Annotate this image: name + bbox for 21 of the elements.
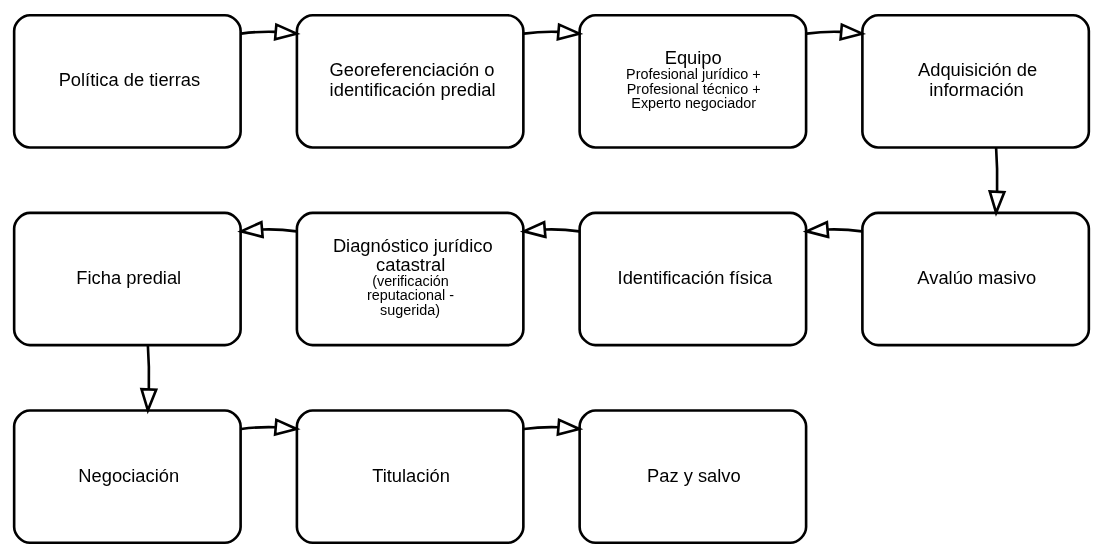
node-box: Adquisición de información [861, 13, 1091, 149]
node-box: Ficha predial [12, 211, 242, 347]
arrow [523, 417, 584, 437]
node-box: Titulación [295, 409, 525, 545]
node-box: Política de tierras [12, 13, 242, 149]
arrow [241, 417, 301, 437]
node-box: Avalúo masivo [861, 211, 1091, 347]
arrow [523, 22, 584, 41]
arrow [802, 220, 863, 239]
arrow [237, 220, 297, 239]
arrow [139, 345, 159, 415]
node-box: Negociación [12, 409, 242, 545]
arrow [806, 22, 867, 41]
arrow [987, 147, 1007, 217]
arrow [519, 220, 580, 239]
arrow [241, 22, 301, 41]
node-box: Diagnóstico jurídico catastral (verificación reputacional - sugerida) [295, 211, 525, 347]
node-box: Equipo Profesional jurídico + Profesional técnico + Experto negociador [578, 13, 808, 149]
node-box: Identificación física [578, 211, 808, 347]
node-box: Georeferenciación o identificación predial [295, 13, 525, 149]
node-box: Paz y salvo [578, 409, 808, 545]
